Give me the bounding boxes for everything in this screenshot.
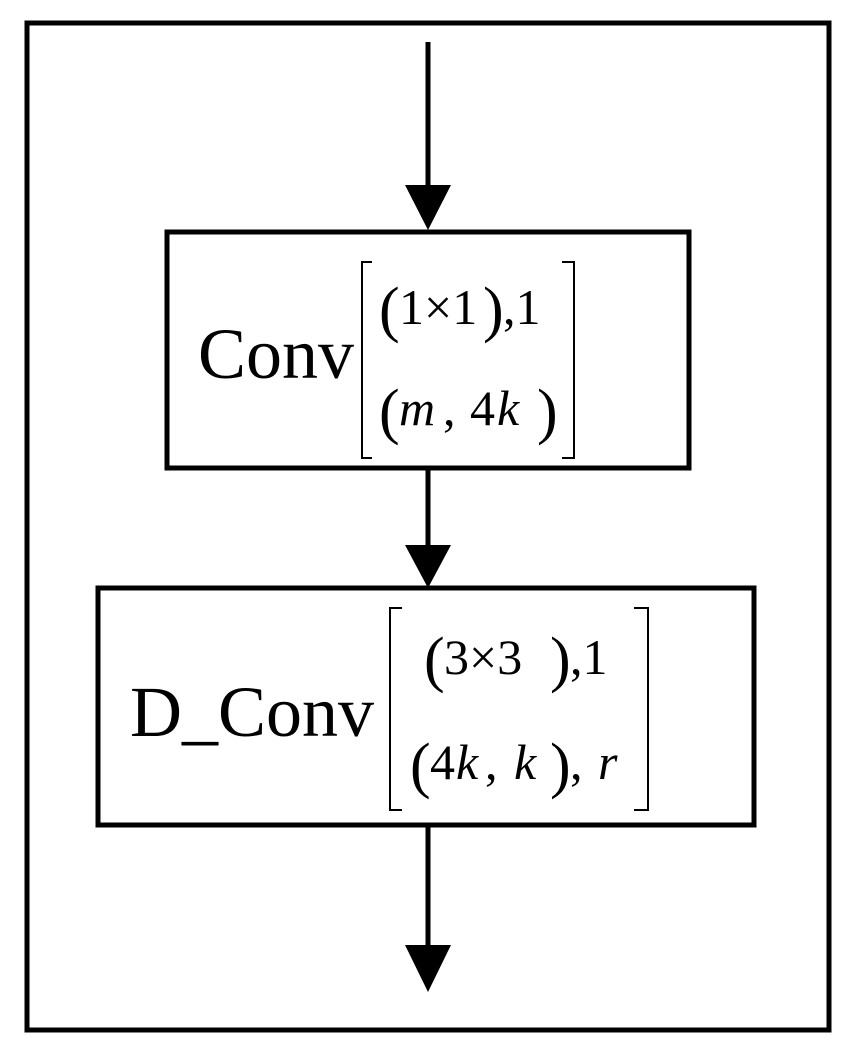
conv-stride: ,1 (503, 279, 541, 335)
conv-channels-num: 4 (470, 380, 495, 436)
dconv-block: D_Conv ( 3×3 ) ,1 ( 4 k , k ) , r (95, 585, 757, 828)
conv-right-bracket (562, 261, 575, 459)
conv-block: Conv ( 1×1 ) ,1 ( m , 4 k ) (164, 229, 692, 471)
conv-channels-in: m (399, 380, 435, 436)
dconv-channels-comma: , (485, 734, 498, 790)
conv-channels-rparen: ) (537, 378, 558, 446)
outer-frame (24, 20, 832, 1033)
dconv-kernel-lparen: ( (424, 626, 445, 694)
dconv-channels-rparen: ) (550, 732, 571, 800)
dconv-kernel-size: 3×3 (444, 629, 522, 685)
dconv-channels-out: k (514, 734, 537, 790)
conv-label: Conv (198, 314, 354, 394)
dconv-channels-num: 4 (430, 734, 455, 790)
dconv-channels-lparen: ( (410, 732, 431, 800)
conv-kernel-lparen: ( (379, 276, 400, 344)
dconv-label: D_Conv (130, 672, 374, 752)
output-arrow (405, 825, 451, 992)
dconv-left-bracket (389, 607, 402, 811)
dconv-rate-comma: , (570, 734, 583, 790)
dconv-stride: ,1 (570, 629, 608, 685)
conv-channels-out: k (497, 380, 520, 436)
conv-channels-lparen: ( (379, 378, 400, 446)
dconv-right-bracket (634, 607, 649, 811)
conv-kernel-rparen: ) (483, 276, 504, 344)
conv-channels-comma: , (443, 380, 456, 436)
middle-arrow (405, 468, 451, 588)
conv-box (164, 229, 692, 471)
input-arrow (405, 42, 451, 230)
dconv-kernel-rparen: ) (550, 626, 571, 694)
dconv-rate: r (598, 734, 618, 790)
conv-kernel-size: 1×1 (399, 279, 477, 335)
dconv-channels-in: k (456, 734, 479, 790)
conv-left-bracket (361, 261, 372, 459)
